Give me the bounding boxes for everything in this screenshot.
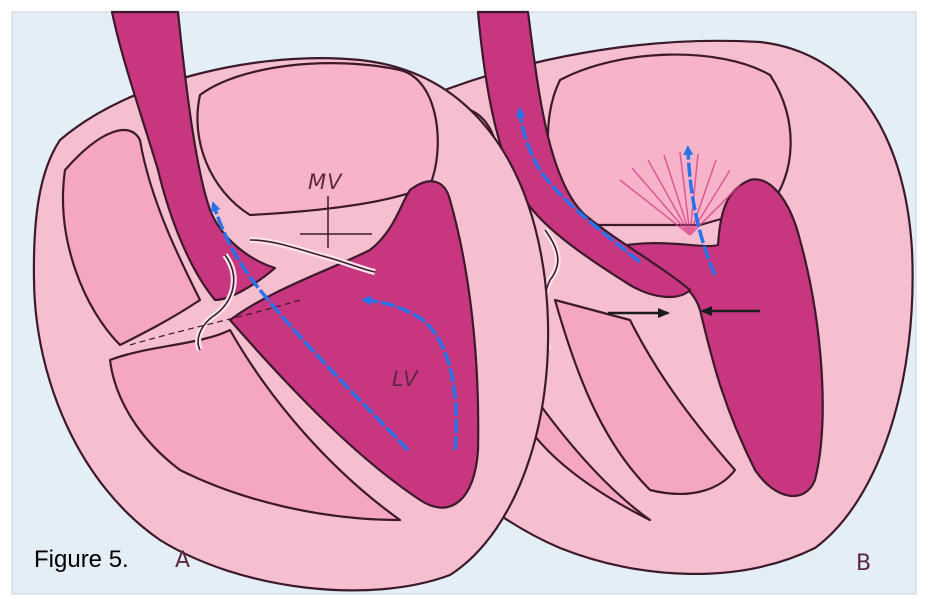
panel-b-label: B <box>856 551 871 576</box>
mitral-valve-label: MV <box>308 170 342 194</box>
figure-caption: Figure 5. <box>34 546 129 574</box>
left-ventricle-label: LV <box>392 367 419 391</box>
panel-a-label: A <box>175 548 190 573</box>
